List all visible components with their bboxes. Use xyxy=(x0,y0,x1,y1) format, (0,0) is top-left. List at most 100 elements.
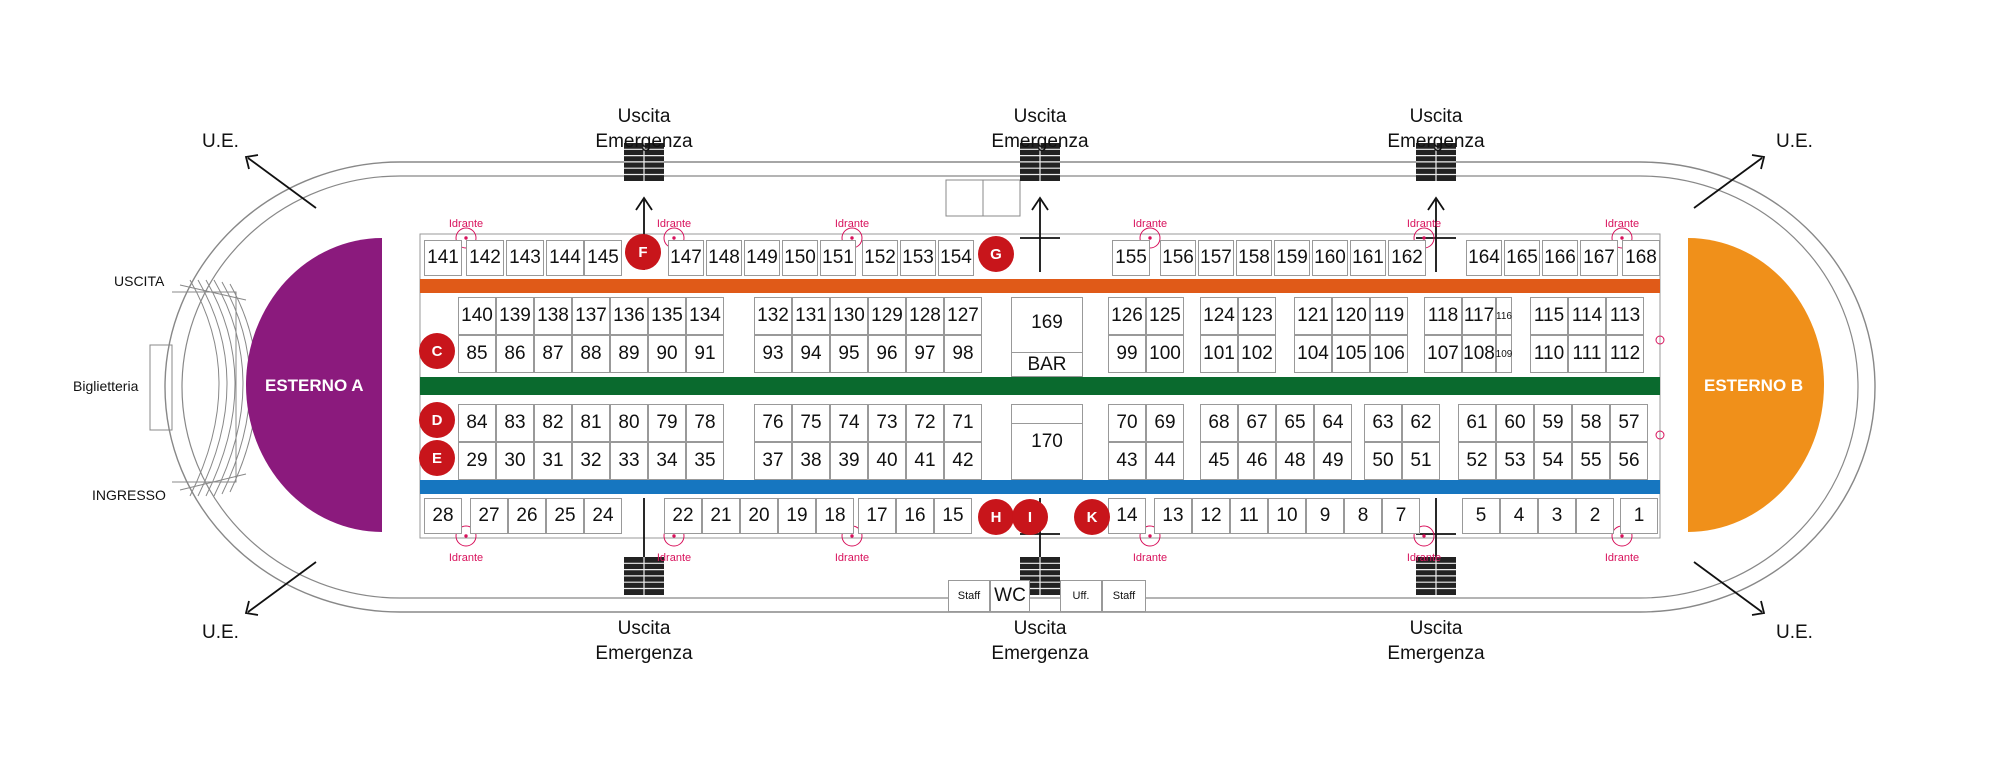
booth-106[interactable]: 106 xyxy=(1370,335,1408,373)
booth-55[interactable]: 55 xyxy=(1572,442,1610,480)
booth-154[interactable]: 154 xyxy=(938,240,974,276)
booth-16[interactable]: 16 xyxy=(896,498,934,534)
booth-73[interactable]: 73 xyxy=(868,404,906,442)
booth-68[interactable]: 68 xyxy=(1200,404,1238,442)
booth-59[interactable]: 59 xyxy=(1534,404,1572,442)
booth-30[interactable]: 30 xyxy=(496,442,534,480)
booth-15[interactable]: 15 xyxy=(934,498,972,534)
booth-62[interactable]: 62 xyxy=(1402,404,1440,442)
booth-75[interactable]: 75 xyxy=(792,404,830,442)
booth-165[interactable]: 165 xyxy=(1504,240,1540,276)
booth-112[interactable]: 112 xyxy=(1606,335,1644,373)
booth-11[interactable]: 11 xyxy=(1230,498,1268,534)
booth-104[interactable]: 104 xyxy=(1294,335,1332,373)
booth-63[interactable]: 63 xyxy=(1364,404,1402,442)
booth-46[interactable]: 46 xyxy=(1238,442,1276,480)
booth-37[interactable]: 37 xyxy=(754,442,792,480)
booth-161[interactable]: 161 xyxy=(1350,240,1386,276)
booth-65[interactable]: 65 xyxy=(1276,404,1314,442)
booth-67[interactable]: 67 xyxy=(1238,404,1276,442)
booth-116[interactable]: 116 xyxy=(1496,297,1512,335)
booth-139[interactable]: 139 xyxy=(496,297,534,335)
booth-136[interactable]: 136 xyxy=(610,297,648,335)
booth-83[interactable]: 83 xyxy=(496,404,534,442)
booth-42[interactable]: 42 xyxy=(944,442,982,480)
booth-22[interactable]: 22 xyxy=(664,498,702,534)
booth-125[interactable]: 125 xyxy=(1146,297,1184,335)
booth-149[interactable]: 149 xyxy=(744,240,780,276)
booth-9[interactable]: 9 xyxy=(1306,498,1344,534)
booth-61[interactable]: 61 xyxy=(1458,404,1496,442)
booth-157[interactable]: 157 xyxy=(1198,240,1234,276)
booth-39[interactable]: 39 xyxy=(830,442,868,480)
booth-150[interactable]: 150 xyxy=(782,240,818,276)
booth-33[interactable]: 33 xyxy=(610,442,648,480)
booth-123[interactable]: 123 xyxy=(1238,297,1276,335)
booth-108[interactable]: 108 xyxy=(1462,335,1496,373)
booth-24[interactable]: 24 xyxy=(584,498,622,534)
booth-20[interactable]: 20 xyxy=(740,498,778,534)
booth-35[interactable]: 35 xyxy=(686,442,724,480)
booth-26[interactable]: 26 xyxy=(508,498,546,534)
booth-159[interactable]: 159 xyxy=(1274,240,1310,276)
booth-79[interactable]: 79 xyxy=(648,404,686,442)
booth-129[interactable]: 129 xyxy=(868,297,906,335)
booth-140[interactable]: 140 xyxy=(458,297,496,335)
booth-126[interactable]: 126 xyxy=(1108,297,1146,335)
booth-110[interactable]: 110 xyxy=(1530,335,1568,373)
booth-27[interactable]: 27 xyxy=(470,498,508,534)
booth-38[interactable]: 38 xyxy=(792,442,830,480)
booth-107[interactable]: 107 xyxy=(1424,335,1462,373)
booth-90[interactable]: 90 xyxy=(648,335,686,373)
booth-141[interactable]: 141 xyxy=(424,240,462,276)
booth-32[interactable]: 32 xyxy=(572,442,610,480)
booth-86[interactable]: 86 xyxy=(496,335,534,373)
booth-96[interactable]: 96 xyxy=(868,335,906,373)
booth-117[interactable]: 117 xyxy=(1462,297,1496,335)
booth-82[interactable]: 82 xyxy=(534,404,572,442)
booth-34[interactable]: 34 xyxy=(648,442,686,480)
booth-53[interactable]: 53 xyxy=(1496,442,1534,480)
booth-48[interactable]: 48 xyxy=(1276,442,1314,480)
booth-51[interactable]: 51 xyxy=(1402,442,1440,480)
booth-130[interactable]: 130 xyxy=(830,297,868,335)
booth-138[interactable]: 138 xyxy=(534,297,572,335)
booth-94[interactable]: 94 xyxy=(792,335,830,373)
booth-17[interactable]: 17 xyxy=(858,498,896,534)
booth-88[interactable]: 88 xyxy=(572,335,610,373)
booth-71[interactable]: 71 xyxy=(944,404,982,442)
booth-95[interactable]: 95 xyxy=(830,335,868,373)
booth-13[interactable]: 13 xyxy=(1154,498,1192,534)
booth-97[interactable]: 97 xyxy=(906,335,944,373)
booth-124[interactable]: 124 xyxy=(1200,297,1238,335)
booth-101[interactable]: 101 xyxy=(1200,335,1238,373)
booth-57[interactable]: 57 xyxy=(1610,404,1648,442)
booth-3[interactable]: 3 xyxy=(1538,498,1576,534)
booth-58[interactable]: 58 xyxy=(1572,404,1610,442)
booth-2[interactable]: 2 xyxy=(1576,498,1614,534)
booth-74[interactable]: 74 xyxy=(830,404,868,442)
booth-54[interactable]: 54 xyxy=(1534,442,1572,480)
booth-118[interactable]: 118 xyxy=(1424,297,1462,335)
booth-114[interactable]: 114 xyxy=(1568,297,1606,335)
booth-60[interactable]: 60 xyxy=(1496,404,1534,442)
booth-137[interactable]: 137 xyxy=(572,297,610,335)
booth-152[interactable]: 152 xyxy=(862,240,898,276)
booth-45[interactable]: 45 xyxy=(1200,442,1238,480)
booth-111[interactable]: 111 xyxy=(1568,335,1606,373)
booth-145[interactable]: 145 xyxy=(584,240,622,276)
booth-85[interactable]: 85 xyxy=(458,335,496,373)
booth-164[interactable]: 164 xyxy=(1466,240,1502,276)
booth-14[interactable]: 14 xyxy=(1108,498,1146,534)
booth-52[interactable]: 52 xyxy=(1458,442,1496,480)
booth-142[interactable]: 142 xyxy=(466,240,504,276)
booth-135[interactable]: 135 xyxy=(648,297,686,335)
booth-151[interactable]: 151 xyxy=(820,240,856,276)
booth-167[interactable]: 167 xyxy=(1580,240,1618,276)
booth-12[interactable]: 12 xyxy=(1192,498,1230,534)
booth-40[interactable]: 40 xyxy=(868,442,906,480)
booth-49[interactable]: 49 xyxy=(1314,442,1352,480)
booth-18[interactable]: 18 xyxy=(816,498,854,534)
booth-99[interactable]: 99 xyxy=(1108,335,1146,373)
booth-80[interactable]: 80 xyxy=(610,404,648,442)
